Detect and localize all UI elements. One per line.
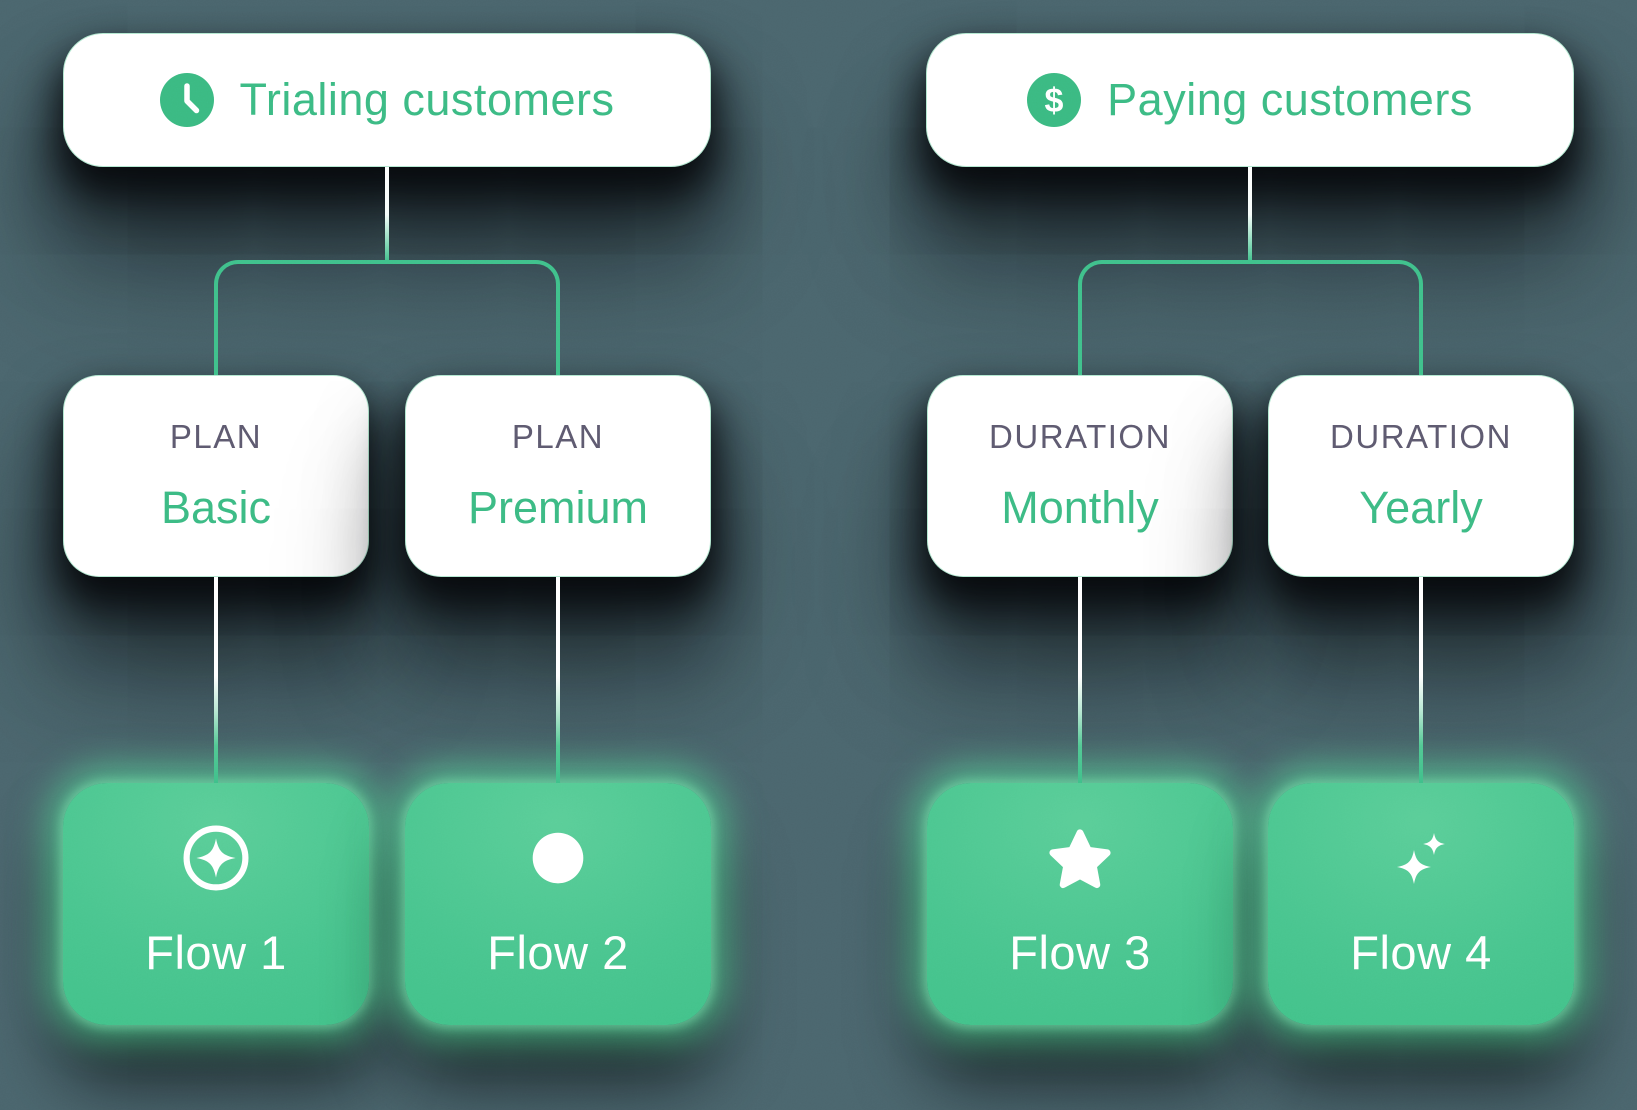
- duration-tag: DURATION: [1330, 418, 1512, 455]
- duration-tag: DURATION: [989, 418, 1171, 455]
- flow-label: Flow 2: [487, 926, 629, 979]
- dot-icon: [528, 823, 588, 893]
- sparkle-circle-icon: [183, 823, 249, 893]
- flow-label: Flow 3: [1009, 926, 1151, 979]
- plan-basic-value: Basic: [160, 482, 272, 533]
- connector-paying-bracket: [1078, 260, 1423, 375]
- duration-monthly-value: Monthly: [1001, 482, 1159, 533]
- plan-tag: PLAN: [169, 418, 263, 455]
- flow-2-card: Flow 2: [405, 783, 711, 1025]
- header-label: Trialing customers: [239, 74, 615, 125]
- connector-basic-flow1: [214, 577, 218, 783]
- trialing-header-card: Trialing customers: [63, 33, 711, 167]
- svg-text:$: $: [1045, 82, 1064, 120]
- plan-premium-card: PLAN Premium: [405, 375, 711, 577]
- plan-premium-value: Premium: [467, 482, 649, 533]
- duration-yearly-value: Yearly: [1359, 482, 1483, 533]
- connector-paying-stub: [1248, 167, 1252, 262]
- flow-4-card: Flow 4: [1268, 783, 1574, 1025]
- connector-monthly-flow3: [1078, 577, 1082, 783]
- paying-header-card: $ Paying customers: [926, 33, 1574, 167]
- duration-monthly-card: DURATION Monthly: [927, 375, 1233, 577]
- star-icon: [1045, 823, 1115, 893]
- duration-yearly-card: DURATION Yearly: [1268, 375, 1574, 577]
- clock-icon: [159, 73, 214, 127]
- connector-trialing-stub: [385, 167, 389, 262]
- flow-1-card: Flow 1: [63, 783, 369, 1025]
- plan-basic-card: PLAN Basic: [63, 375, 369, 577]
- dollar-icon: $: [1027, 73, 1082, 127]
- flow-label: Flow 4: [1350, 926, 1492, 979]
- sparkles-icon: [1389, 823, 1453, 893]
- header-label: Paying customers: [1107, 74, 1473, 125]
- connector-yearly-flow4: [1419, 577, 1423, 783]
- flow-label: Flow 1: [145, 926, 287, 979]
- connector-premium-flow2: [556, 577, 560, 783]
- plan-tag: PLAN: [511, 418, 605, 455]
- flow-3-card: Flow 3: [927, 783, 1233, 1025]
- connector-trialing-bracket: [214, 260, 560, 375]
